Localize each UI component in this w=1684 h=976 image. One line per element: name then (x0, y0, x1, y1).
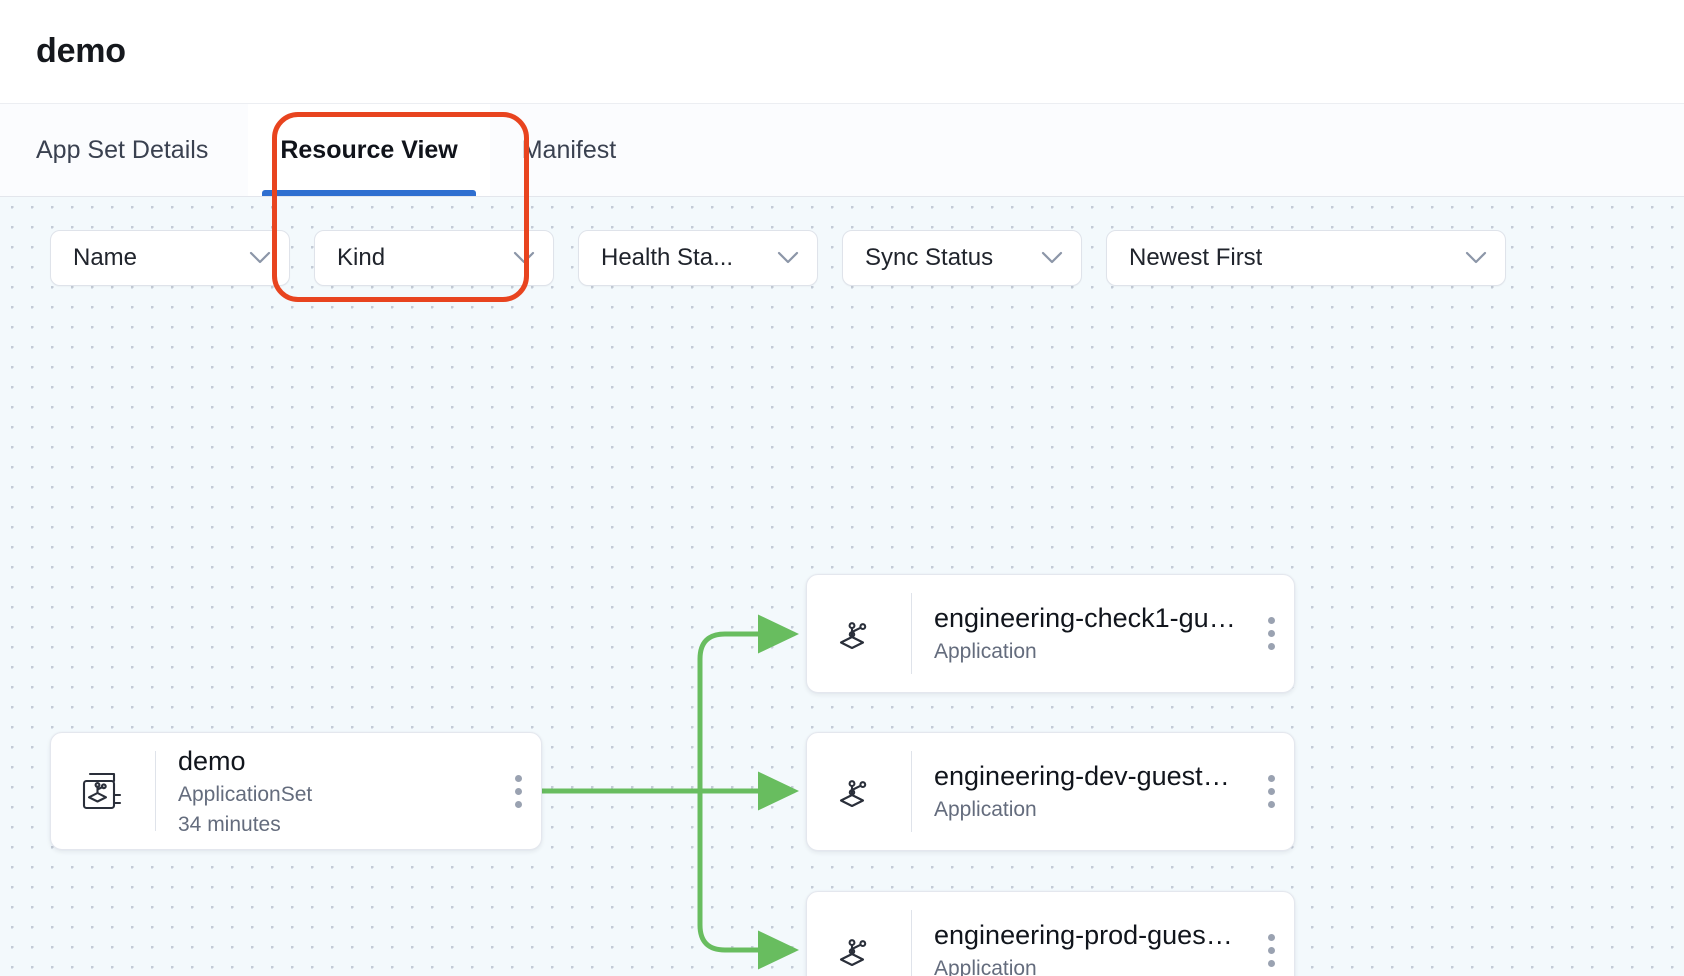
resource-graph-canvas[interactable]: Name Kind Health Sta... Sync Status (0, 197, 1684, 976)
sort-order-select[interactable]: Newest First (1106, 230, 1506, 286)
graph-node-application-engineering-prod-guestbook[interactable]: engineering-prod-guestb... Application (806, 891, 1295, 976)
chevron-down-icon (1465, 251, 1487, 264)
kebab-dot (1267, 788, 1275, 795)
node-kind: ApplicationSet (178, 783, 313, 807)
node-kind: Application (934, 956, 1037, 976)
chevron-down-icon (513, 251, 535, 264)
tab-resource-view[interactable]: Resource View (248, 104, 490, 196)
node-kebab-menu-button[interactable] (1248, 575, 1294, 692)
edge-to-engineering-check1-guestbook (697, 614, 799, 794)
node-kebab-menu-button[interactable] (1248, 733, 1294, 850)
filter-health-status-select[interactable]: Health Sta... (578, 230, 818, 286)
node-divider (155, 751, 156, 831)
kebab-dot (1267, 617, 1275, 624)
node-divider (911, 751, 912, 832)
tab-app-set-details[interactable]: App Set Details (36, 104, 248, 196)
node-age: 34 minutes (178, 813, 281, 837)
applicationset-icon (51, 765, 155, 817)
node-body: demo ApplicationSet 34 minutes (156, 743, 495, 838)
node-body: engineering-prod-guestb... Application (912, 919, 1248, 976)
kebab-dot (1267, 960, 1275, 967)
node-body: engineering-dev-guestb... Application (912, 760, 1248, 823)
node-title: engineering-prod-guestb... (934, 919, 1238, 950)
filter-name-select[interactable]: Name (50, 230, 290, 286)
filter-sync-status-select[interactable]: Sync Status (842, 230, 1082, 286)
kebab-dot (514, 800, 522, 808)
application-icon (807, 608, 911, 660)
filter-sync-status-label: Sync Status (865, 244, 994, 271)
chevron-down-icon (249, 251, 271, 264)
page-header: demo (0, 0, 1684, 104)
tab-manifest[interactable]: Manifest (490, 104, 648, 196)
application-icon (807, 766, 911, 818)
kebab-dot (514, 787, 522, 795)
kebab-dot (1267, 801, 1275, 808)
node-kind: Application (934, 639, 1037, 663)
filter-kind-select[interactable]: Kind (314, 230, 554, 286)
graph-node-application-engineering-dev-guestbook[interactable]: engineering-dev-guestb... Application (806, 732, 1295, 851)
graph-node-applicationset-demo[interactable]: demo ApplicationSet 34 minutes (50, 732, 542, 850)
node-kind: Application (934, 797, 1037, 821)
filter-name-label: Name (73, 244, 138, 271)
node-divider (911, 910, 912, 976)
graph-layer: demo ApplicationSet 34 minutes (0, 197, 1684, 976)
graph-node-application-engineering-check1-guestbook[interactable]: engineering-check1-gue... Application (806, 574, 1295, 693)
node-title: demo (178, 746, 246, 777)
kebab-dot (1267, 630, 1275, 637)
kebab-dot (514, 774, 522, 782)
kebab-dot (1267, 947, 1275, 954)
sort-order-label: Newest First (1129, 244, 1263, 271)
page-title: demo (36, 32, 126, 70)
filter-kind-label: Kind (337, 244, 386, 271)
chevron-down-icon (1041, 251, 1063, 264)
filter-health-status-label: Health Sta... (601, 244, 734, 271)
chevron-down-icon (777, 251, 799, 264)
node-kebab-menu-button[interactable] (1248, 892, 1294, 976)
graph-edges (539, 614, 799, 970)
application-icon (807, 925, 911, 976)
kebab-dot (1267, 643, 1275, 650)
node-title: engineering-check1-gue... (934, 602, 1238, 633)
node-divider (911, 593, 912, 674)
edge-to-engineering-prod-guestbook (697, 788, 799, 970)
tab-bar: App Set Details Resource View Manifest (0, 104, 1684, 302)
filter-bar: Name Kind Health Sta... Sync Status (50, 230, 1506, 286)
node-kebab-menu-button[interactable] (495, 733, 541, 849)
kebab-dot (1267, 775, 1275, 782)
node-title: engineering-dev-guestb... (934, 760, 1238, 791)
kebab-dot (1267, 934, 1275, 941)
node-body: engineering-check1-gue... Application (912, 602, 1248, 665)
